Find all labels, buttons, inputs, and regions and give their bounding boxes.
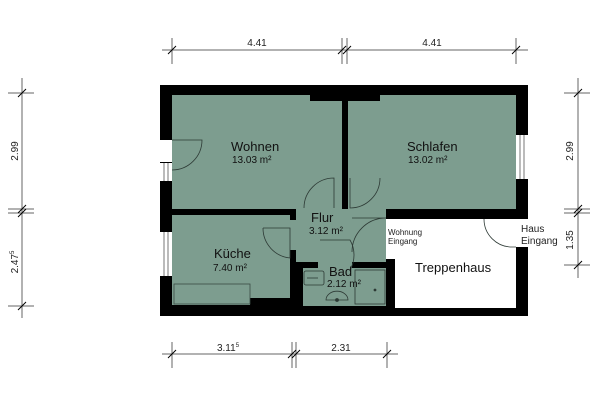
dim-left-top: 2.99	[10, 141, 21, 161]
door-opening-schlafen	[348, 175, 386, 215]
bathroom-fixtures	[303, 269, 386, 305]
wall-wohnen-kueche	[172, 209, 296, 215]
dim-top-right: 4.41	[422, 38, 442, 49]
dim-bottom-right: 2.31	[331, 343, 351, 354]
door-swings	[171, 139, 516, 271]
room-name-bad: Bad	[329, 264, 352, 279]
wall-kueche-flur	[290, 209, 296, 307]
room-name-schlafen: Schlafen	[407, 139, 458, 154]
door-opening-bad	[318, 262, 352, 268]
room-area-schlafen: 13.02 m²	[408, 155, 448, 166]
window-schlafen	[516, 135, 528, 179]
door-opening-wohnen	[296, 175, 338, 215]
wall-wohnen-schlafen	[342, 95, 348, 209]
dim-right-bottom: 1.35	[565, 230, 576, 250]
dim-right-top: 2.99	[565, 141, 576, 161]
window-wohnen	[160, 163, 172, 181]
room-area-wohnen: 13.03 m²	[232, 155, 272, 166]
door-opening-wohnen-outside	[160, 140, 172, 162]
room-name-wohnen: Wohnen	[231, 139, 279, 154]
door-opening-haus	[516, 219, 528, 247]
dim-top-left: 4.41	[247, 38, 267, 49]
dim-bottom-left: 3.115	[217, 343, 240, 354]
room-name-treppenhaus: Treppenhaus	[415, 260, 492, 275]
wall-schlafen-stair	[348, 209, 516, 215]
label-haus: Haus	[521, 224, 544, 235]
dim-left-bottom: 2.475	[10, 250, 21, 273]
door-opening-kueche	[262, 220, 296, 250]
dimension-right	[564, 78, 590, 278]
room-name-flur: Flur	[311, 210, 334, 225]
room-area-bad: 2.12 m²	[327, 279, 362, 290]
label-haus-eingang: Eingang	[521, 236, 558, 247]
room-area-flur: 3.12 m²	[309, 226, 344, 237]
dimension-bottom	[162, 342, 398, 368]
room-name-kueche: Küche	[214, 246, 251, 261]
room-treppenhaus[interactable]	[395, 219, 516, 308]
room-area-kueche: 7.40 m²	[213, 263, 248, 274]
window-kueche	[160, 232, 172, 276]
dimension-top	[162, 38, 528, 64]
label-wohnung: Wohnung	[388, 228, 422, 237]
label-wohnung-eingang: Eingang	[388, 237, 417, 246]
door-opening-wohnung	[386, 219, 396, 259]
dimension-left	[8, 78, 34, 318]
